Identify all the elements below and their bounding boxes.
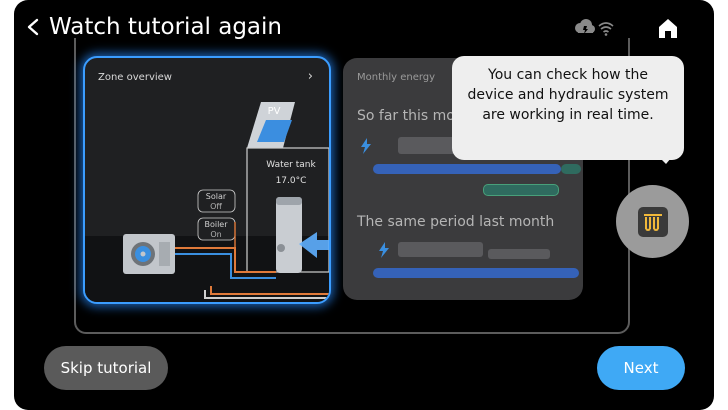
next-button[interactable]: Next [597, 346, 685, 390]
water-tank-icon [276, 197, 302, 273]
home-button[interactable] [654, 14, 682, 42]
current-usage-bar-end [561, 164, 581, 174]
boiler-status: On [210, 230, 221, 239]
outdoor-unit-icon [123, 234, 175, 274]
current-usage-bar [373, 164, 561, 174]
water-tank-label: Water tank [266, 160, 316, 170]
water-tank-temp: 17.0°C [276, 176, 307, 186]
cloud-icon [575, 19, 595, 34]
solar-status-box [197, 189, 236, 213]
pipes [173, 222, 329, 299]
skip-tutorial-button[interactable]: Skip tutorial [44, 346, 168, 390]
home-icon [659, 19, 677, 38]
chevron-right-icon: › [307, 69, 313, 84]
so-far-label: So far this mo [357, 108, 455, 124]
bolt-icon [379, 242, 389, 258]
chevron-left-icon [27, 18, 39, 36]
zone-overview-title: Zone overview [98, 72, 172, 83]
monthly-energy-title: Monthly energy [357, 72, 436, 83]
heater-icon [638, 207, 668, 237]
value-placeholder [488, 249, 550, 259]
value-placeholder [398, 242, 483, 257]
back-button[interactable] [22, 12, 46, 42]
green-indicator [483, 184, 559, 196]
heater-button[interactable] [616, 185, 689, 258]
hydraulic-diagram: PV Water tank 17.0°C Solar Off Boiler On [85, 102, 329, 302]
solar-status: Off [210, 202, 222, 211]
content-frame [74, 38, 630, 334]
bolt-icon [361, 138, 371, 154]
solar-label: Solar [206, 192, 227, 201]
status-icons [570, 17, 616, 37]
last-month-label: The same period last month [357, 214, 555, 230]
page-title: Watch tutorial again [49, 14, 282, 40]
boiler-label: Boiler [204, 220, 228, 229]
tutorial-tooltip: You can check how the device and hydraul… [452, 56, 684, 160]
highlight-arrow [299, 232, 329, 258]
zone-overview-card[interactable]: Zone overview › PV Water tank 17.0°C Sol… [83, 56, 331, 304]
wifi-icon [598, 22, 614, 36]
tooltip-tail [654, 152, 676, 164]
last-month-usage-bar [373, 268, 579, 278]
pv-label: PV [268, 106, 281, 117]
